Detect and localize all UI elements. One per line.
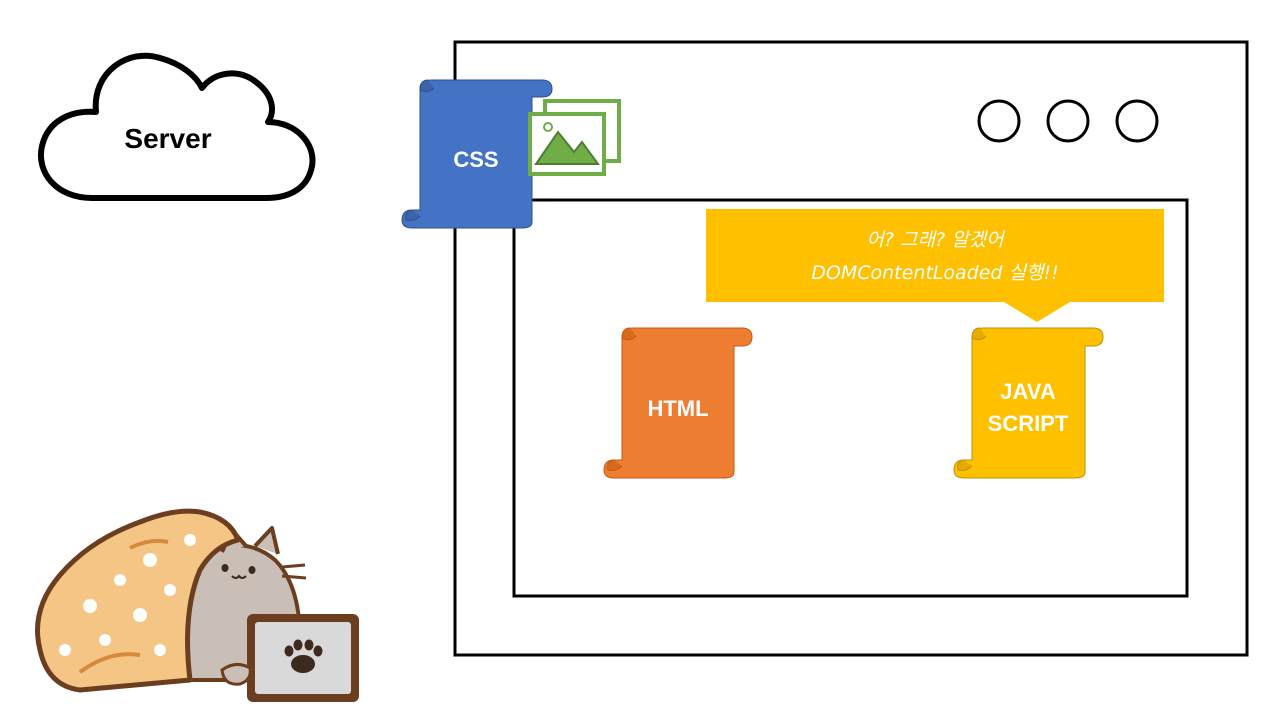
window-dot: [1115, 99, 1159, 143]
mountain-icon: [534, 130, 600, 165]
speech-bubble: 어? 그래? 알겠어 DOMContentLoaded 실행!!: [706, 209, 1164, 322]
speech-bubble-shape: [706, 209, 1164, 322]
server-label: Server: [124, 123, 211, 154]
window-dot: [977, 99, 1021, 143]
css-scroll: CSS: [401, 79, 553, 229]
javascript-scroll-body: [953, 327, 1104, 479]
speech-bubble-line1: 어? 그래? 알겠어: [866, 229, 1006, 251]
javascript-label-line2: SCRIPT: [988, 411, 1069, 436]
html-scroll-body: [603, 327, 753, 479]
css-label: CSS: [453, 147, 498, 172]
cloud-icon: [37, 52, 316, 201]
paw-icon: [284, 639, 323, 673]
server-cloud: Server: [37, 52, 316, 201]
javascript-scroll: JAVA SCRIPT: [953, 327, 1104, 479]
javascript-label-line1: JAVA: [1000, 379, 1056, 404]
window-dot: [1046, 99, 1090, 143]
image-icon: [528, 99, 621, 176]
cat-with-laptop-icon: [35, 508, 359, 702]
speech-bubble-line2: DOMContentLoaded 실행!!: [811, 262, 1058, 284]
html-scroll: HTML: [603, 327, 753, 479]
html-label: HTML: [647, 396, 708, 421]
css-scroll-body: [401, 79, 553, 229]
